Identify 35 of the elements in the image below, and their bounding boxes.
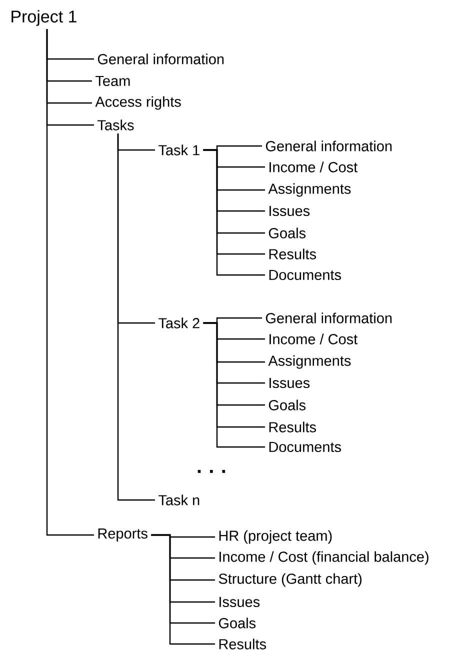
- tree-connector: [117, 134, 155, 501]
- tree-item: Assignments: [268, 355, 351, 369]
- tree-item: Income / Cost: [270, 334, 358, 344]
- tree-item: Issues: [270, 206, 310, 216]
- tree-item: Team: [96, 76, 130, 86]
- tree-item: Results: [269, 248, 316, 260]
- tree-item: Task n: [158, 494, 200, 506]
- tree-item: Goals: [268, 400, 306, 410]
- tree-connector: [203, 322, 265, 448]
- tree-item: Assignments: [268, 183, 351, 197]
- tree-item: General information: [98, 54, 224, 64]
- tree-connector: [203, 149, 265, 276]
- tree-item: Income / Cost: [270, 162, 358, 172]
- tree-item: Structure (Gantt chart): [218, 573, 362, 587]
- tree-item: Income / Cost (financial balance): [220, 551, 428, 565]
- tree-item: Issues: [270, 378, 310, 388]
- tree-item: Results: [269, 422, 316, 432]
- tree-item: Documents: [269, 270, 341, 280]
- ellipsis: · · ·: [198, 470, 226, 473]
- tree-item: HR (project team): [219, 530, 332, 544]
- tree-item: Tasks: [98, 120, 134, 130]
- tree-connector: [151, 534, 215, 645]
- tree-item: General information: [266, 312, 392, 324]
- tree-item: General information: [266, 140, 392, 152]
- tree-item: Documents: [269, 442, 341, 452]
- root-label: Project 1: [12, 10, 76, 26]
- tree-item: Task 1: [158, 144, 200, 156]
- tree-item: Goals: [268, 228, 306, 238]
- tree-item: Reports: [98, 528, 148, 542]
- tree-connector: [46, 29, 94, 536]
- tree-item: Goals: [218, 618, 256, 628]
- tree-item: Task 2: [158, 318, 200, 328]
- tree-item: Issues: [220, 596, 260, 608]
- tree-item: Results: [219, 638, 266, 650]
- tree-item: Access rights: [95, 96, 181, 110]
